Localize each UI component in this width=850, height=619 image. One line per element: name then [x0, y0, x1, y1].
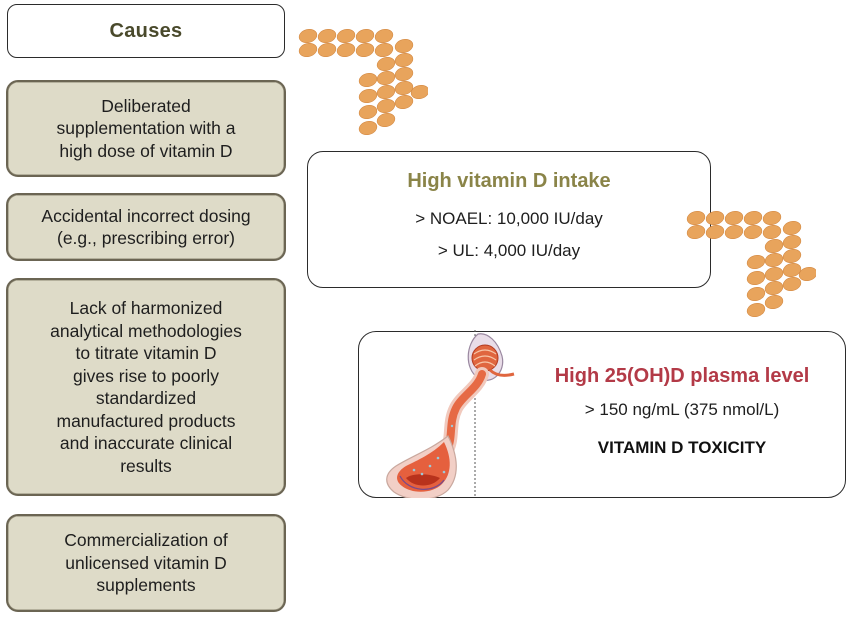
pill-icon	[686, 211, 706, 225]
pill-icon	[376, 71, 396, 85]
plasma-threshold: > 150 ng/mL (375 nmol/L)	[584, 400, 780, 419]
pill-icon	[394, 39, 414, 53]
pill-icon	[355, 43, 375, 57]
pill-icon	[394, 95, 414, 109]
pill-icon	[376, 57, 396, 71]
pill-icon	[764, 239, 784, 253]
pill-icon	[746, 287, 766, 301]
pill-icon	[782, 249, 802, 263]
pill-icon	[336, 43, 356, 57]
pill-icon	[336, 29, 356, 43]
pill-icon	[298, 29, 318, 43]
pill-icon	[394, 67, 414, 81]
cause-label: Accidental incorrect dosing (e.g., presc…	[41, 205, 251, 249]
pill-icon	[762, 225, 782, 239]
nephron-illustration-icon	[386, 330, 515, 498]
pill-icon	[746, 303, 766, 317]
pill-icon	[764, 295, 784, 309]
pill-icon	[317, 43, 337, 57]
pill-icon	[374, 43, 394, 57]
cause-label: Commercialization of unlicensed vitamin …	[64, 530, 228, 596]
pill-icon	[764, 267, 784, 281]
pill-icon	[743, 211, 763, 225]
pill-icon	[764, 281, 784, 295]
pill-icon	[374, 29, 394, 43]
pills-arrow-icon	[298, 29, 428, 135]
pill-icon	[743, 225, 763, 239]
toxicity-label: VITAMIN D TOXICITY	[597, 438, 767, 457]
pill-icon	[724, 225, 744, 239]
pill-icon	[705, 211, 725, 225]
pill-icon	[782, 221, 802, 235]
pill-icon	[764, 253, 784, 267]
pill-icon	[358, 89, 378, 103]
causes-title: Causes	[109, 19, 183, 42]
pill-icon	[317, 29, 337, 43]
cause-label: Deliberated supplementation with a high …	[56, 95, 236, 161]
pill-icon	[394, 81, 414, 95]
pill-icon	[686, 225, 706, 239]
cause-box-unlicensed-supplements: Commercialization of unlicensed vitamin …	[6, 514, 286, 612]
pill-icon	[394, 53, 414, 67]
pill-icon	[705, 225, 725, 239]
cause-box-analytical-methods: Lack of harmonized analytical methodolog…	[6, 278, 286, 496]
pills-arrow-icon	[686, 211, 816, 317]
pill-icon	[746, 271, 766, 285]
pill-icon	[782, 277, 802, 291]
pill-icon	[798, 267, 816, 281]
pill-icon	[376, 113, 396, 127]
pill-icon	[355, 29, 375, 43]
pill-icon	[358, 121, 378, 135]
pill-icon	[376, 99, 396, 113]
high-intake-box: High vitamin D intake > NOAEL: 10,000 IU…	[307, 151, 711, 288]
pill-icon	[358, 73, 378, 87]
cause-box-incorrect-dosing: Accidental incorrect dosing (e.g., presc…	[6, 193, 286, 261]
pill-icon	[782, 235, 802, 249]
pill-icon	[724, 211, 744, 225]
ul-value: > UL: 4,000 IU/day	[437, 241, 581, 260]
cause-label: Lack of harmonized analytical methodolog…	[50, 298, 242, 476]
pill-icon	[746, 255, 766, 269]
plasma-level-title: High 25(OH)D plasma level	[554, 365, 810, 387]
pill-icon	[376, 85, 396, 99]
causes-header: Causes	[7, 4, 285, 58]
pill-icon	[782, 263, 802, 277]
pill-icon	[762, 211, 782, 225]
pill-icon	[298, 43, 318, 57]
cause-box-deliberate-supplementation: Deliberated supplementation with a high …	[6, 80, 286, 177]
intake-title: High vitamin D intake	[407, 170, 611, 192]
pill-icon	[410, 85, 428, 99]
pill-icon	[358, 105, 378, 119]
noael-value: > NOAEL: 10,000 IU/day	[415, 209, 603, 228]
